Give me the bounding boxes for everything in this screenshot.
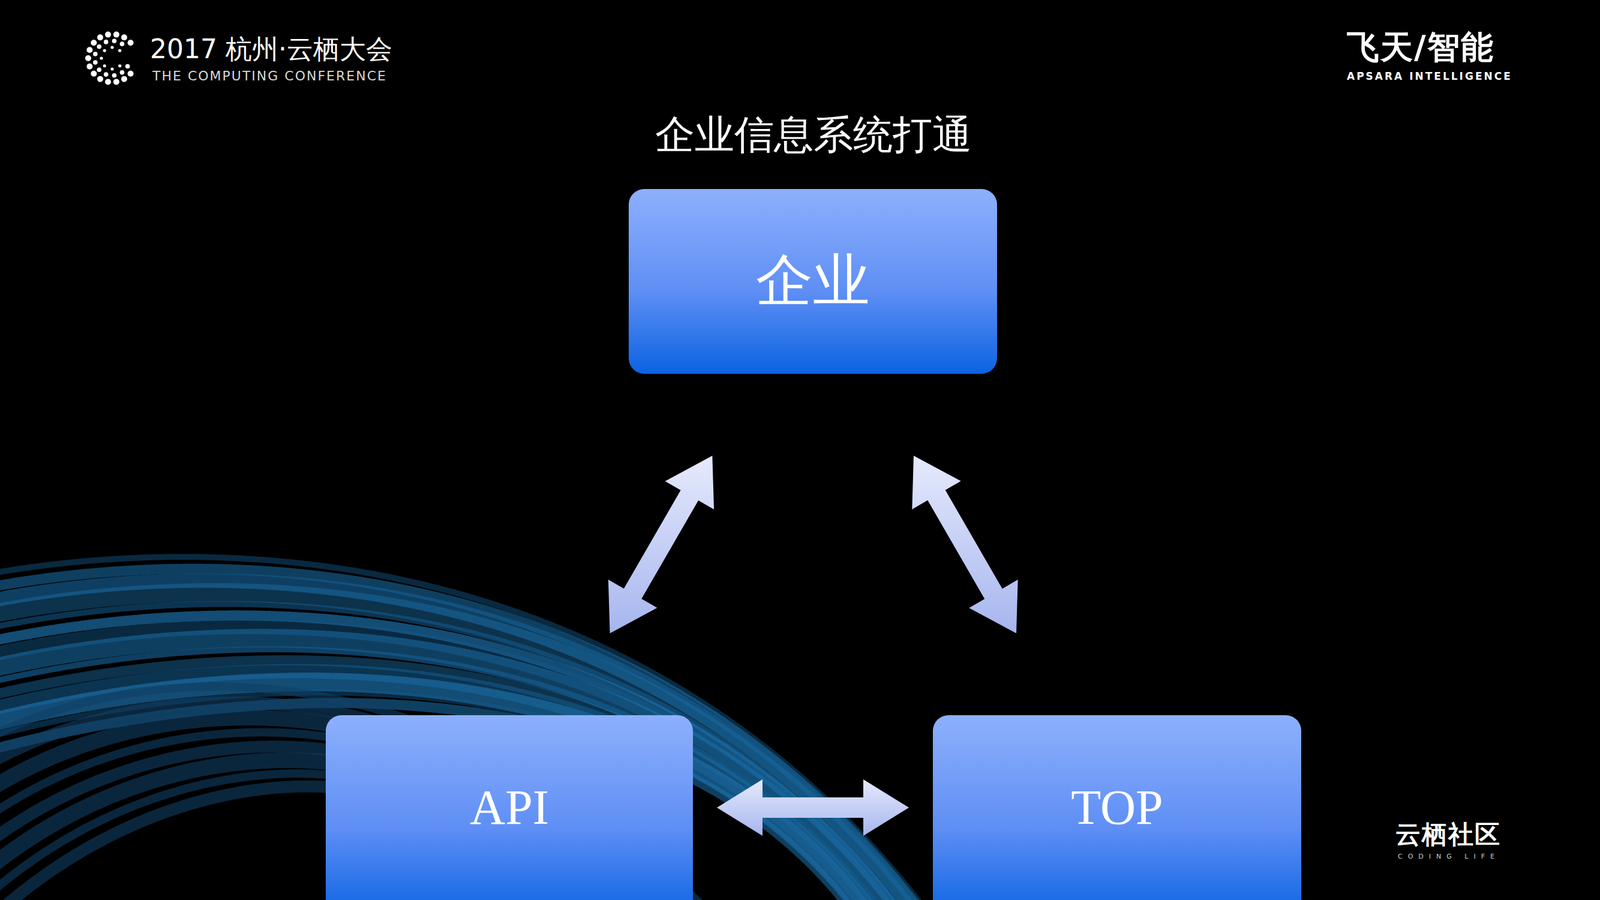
swirl-strand	[0, 626, 902, 900]
swirl-strands	[0, 556, 936, 900]
conference-logo-mark	[85, 31, 134, 86]
brand-logo-text: 飞天/智能	[1346, 31, 1495, 64]
logo-dot	[85, 55, 92, 62]
swirl-strand	[0, 568, 931, 900]
swirl-strand	[0, 649, 891, 900]
swirl-strand	[0, 604, 914, 900]
logo-dot	[104, 78, 111, 85]
logo-dot	[113, 31, 120, 38]
swirl-strand	[0, 660, 885, 900]
logo-dot	[103, 39, 109, 45]
conference-name: 2017 杭州·云栖大会	[149, 35, 393, 63]
logo-dot	[103, 71, 109, 77]
logo-dot	[104, 31, 111, 38]
swirl-strand	[0, 592, 920, 900]
swirl-strand	[0, 615, 908, 900]
swirl-strand	[0, 682, 874, 900]
swirl-strand	[0, 580, 925, 900]
logo-dot	[103, 49, 107, 53]
logo-dot	[110, 45, 114, 49]
conference-subtitle: THE COMPUTING CONFERENCE	[152, 69, 387, 83]
swirl-strand	[0, 686, 720, 900]
logo-dot	[97, 76, 104, 83]
box-label: API	[469, 779, 549, 836]
logo-dot	[97, 34, 104, 41]
process-box: API	[325, 715, 693, 900]
logo-dot	[86, 46, 93, 53]
process-box: 企业	[628, 188, 998, 374]
logo-dot	[125, 64, 131, 69]
logo-dot	[103, 64, 107, 68]
logo-dot	[92, 59, 98, 65]
logo-dot	[92, 51, 98, 57]
logo-dot	[119, 41, 125, 47]
logo-dot	[99, 56, 103, 60]
logo-dot	[119, 70, 125, 75]
diagram-title: 企业信息系统打通	[655, 107, 972, 162]
logo-dot	[90, 70, 97, 77]
community-slogan: CODING LIFE	[1397, 853, 1500, 860]
logo-dot	[118, 49, 122, 53]
brand-subtitle: APSARA INTELLIGENCE	[1346, 71, 1513, 82]
double-block-arrow	[608, 455, 714, 634]
swirl-strand	[0, 702, 693, 900]
box-label: 企业	[755, 242, 870, 320]
logo-dot	[112, 38, 117, 44]
process-box: TOP	[932, 715, 1302, 900]
logo-dot	[96, 44, 102, 50]
double-block-arrow	[716, 779, 909, 836]
logo-dot	[113, 78, 120, 85]
double-block-arrow	[911, 455, 1018, 634]
logo-dot	[90, 39, 97, 46]
logo-dot	[118, 64, 122, 68]
logo-dot	[110, 67, 114, 71]
swirl-strand	[0, 638, 897, 900]
logo-dot	[121, 34, 128, 41]
logo-dot	[86, 63, 93, 70]
logo-dot	[121, 76, 128, 83]
logo-dot	[112, 73, 117, 78]
logo-dot	[127, 70, 134, 77]
swirl-strand	[0, 671, 879, 900]
logo-dot	[96, 67, 102, 72]
community-logo-text: 云栖社区	[1395, 821, 1502, 848]
box-label: TOP	[1070, 779, 1163, 836]
swirl-strand	[0, 556, 936, 900]
logo-dot	[127, 39, 134, 46]
